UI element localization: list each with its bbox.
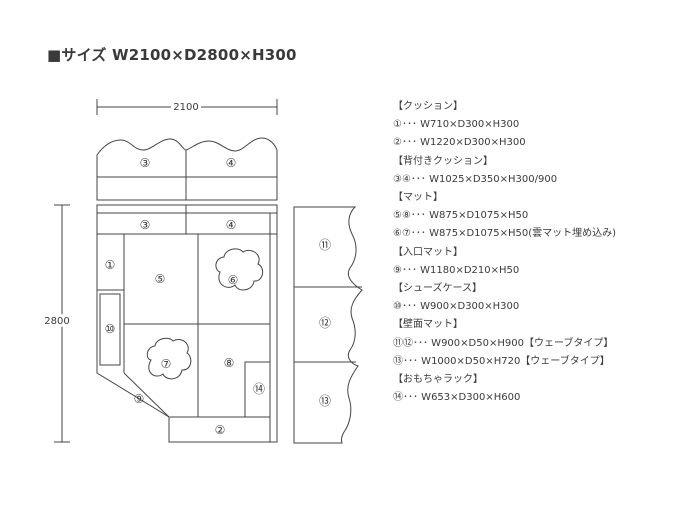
label-cushion-2: ②: [215, 423, 226, 437]
legend-heading-entry-mat: 【入口マット】: [393, 246, 463, 258]
depth-dimension-line: [54, 204, 70, 443]
legend-item: ①･･･ W710×D300×H300: [393, 119, 520, 131]
legend-item: ⑬･･･ W1000×D50×H720【ウェーブタイプ】: [393, 355, 610, 367]
width-value: 2100: [173, 102, 198, 113]
label-mat-7: ⑦: [161, 357, 172, 371]
label-wall-mat-13: ⑬: [319, 394, 331, 408]
label-wall-mat-11: ⑪: [319, 238, 331, 252]
legend-item: ⑨･･･ W1180×D210×H50: [393, 264, 520, 276]
label-mat-8: ⑧: [224, 356, 235, 370]
legend-heading-wall-mat: 【壁面マット】: [393, 319, 463, 331]
label-entry-mat-9: ⑨: [134, 392, 145, 406]
legend-heading-shoe-case: 【シューズケース】: [393, 283, 482, 295]
legend-item: ⑩･･･ W900×D300×H300: [393, 301, 520, 313]
label-cushion-1: ①: [105, 258, 116, 272]
legend-item: ③④･･･ W1025×D350×H300/900: [393, 173, 558, 185]
label-wall-mat-12: ⑫: [319, 316, 331, 330]
label-back-cushion-3: ③: [140, 156, 151, 170]
legend-item: ⑥⑦･･･ W875×D1075×H50(雲マット埋め込み): [393, 228, 617, 240]
wall-mat-elevation: [293, 206, 363, 444]
label-mat-6: ⑥: [228, 273, 239, 287]
legend-heading-toy-rack: 【おもちゃラック】: [393, 374, 483, 386]
label-cushion-4: ④: [226, 218, 237, 232]
size-title: ■サイズ W2100×D2800×H300: [47, 46, 297, 64]
legend-heading-back-cushion: 【背付きクッション】: [393, 155, 493, 167]
label-toy-rack-14: ⑭: [253, 382, 265, 396]
label-back-cushion-4: ④: [226, 156, 237, 170]
legend-item: ⑤⑧･･･ W875×D1075×H50: [393, 210, 529, 222]
back-cushion-elevation: [96, 137, 278, 201]
label-cushion-3: ③: [140, 218, 151, 232]
legend-item: ②･･･ W1220×D300×H300: [393, 137, 526, 149]
legend-item: ⑪⑫･･･ W900×D50×H900【ウェーブタイプ】: [393, 337, 614, 349]
parts-legend: 【クッション】 ①･･･ W710×D300×H300 ②･･･ W1220×D…: [393, 98, 616, 407]
label-mat-5: ⑤: [155, 272, 166, 286]
label-shoe-case-10: ⑩: [105, 322, 116, 336]
legend-heading-cushion: 【クッション】: [393, 101, 463, 112]
width-dimension-line: [96, 99, 278, 115]
depth-value: 2800: [44, 316, 69, 327]
legend-heading-mat: 【マット】: [393, 192, 443, 204]
plan-view: [96, 204, 278, 443]
legend-item: ⑭･･･ W653×D300×H600: [393, 392, 521, 404]
